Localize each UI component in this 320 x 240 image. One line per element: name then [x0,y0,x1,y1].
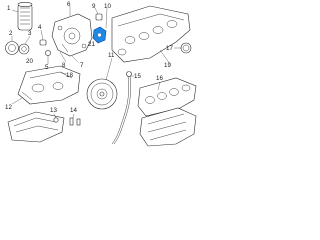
leader-lines [11,6,181,119]
dipstick-tube [111,71,132,145]
callout-9: 9 [92,3,96,10]
small-gasket [95,13,103,21]
callout-6: 6 [67,1,71,8]
front-cover [51,13,93,57]
callout-15: 15 [134,73,141,80]
callout-4: 4 [38,24,42,31]
callout-3: 3 [28,30,32,37]
drain-plug [53,117,81,126]
callout-17: 17 [166,45,173,52]
callout-labels: 1 2 3 4 5 6 7 8 9 10 11 12 13 14 15 16 1… [5,1,173,114]
diagram-canvas: 1 2 3 4 5 6 7 8 9 10 11 12 13 14 15 16 1… [5,1,197,147]
callout-20: 20 [26,58,33,65]
oil-pan-lower [7,111,65,143]
callout-2: 2 [9,30,13,37]
callout-19: 19 [164,62,171,69]
callout-21: 21 [88,41,95,48]
callout-12: 12 [5,104,12,111]
callout-10: 10 [104,3,111,10]
manifold-runners [139,107,197,147]
callout-7: 7 [80,62,84,69]
callout-11: 11 [108,52,115,59]
manifold-gasket [137,77,197,117]
callout-14: 14 [70,107,77,114]
callout-18: 18 [66,72,73,79]
crankshaft-pulley [86,78,118,110]
callout-13: 13 [50,107,57,114]
highlighted-part[interactable] [92,26,107,44]
manifold-seal-ring [180,42,192,54]
parts-diagram: 1 2 3 4 5 6 7 8 9 10 11 12 13 14 15 16 1… [0,0,200,147]
callout-8: 8 [62,62,66,69]
filter-housing-cap [5,39,51,56]
callout-1: 1 [7,5,11,12]
oil-pan-upper [17,65,81,105]
oil-filter-element [17,1,33,31]
intake-manifold [111,5,191,63]
callout-16: 16 [156,75,163,82]
callout-5: 5 [45,64,49,71]
